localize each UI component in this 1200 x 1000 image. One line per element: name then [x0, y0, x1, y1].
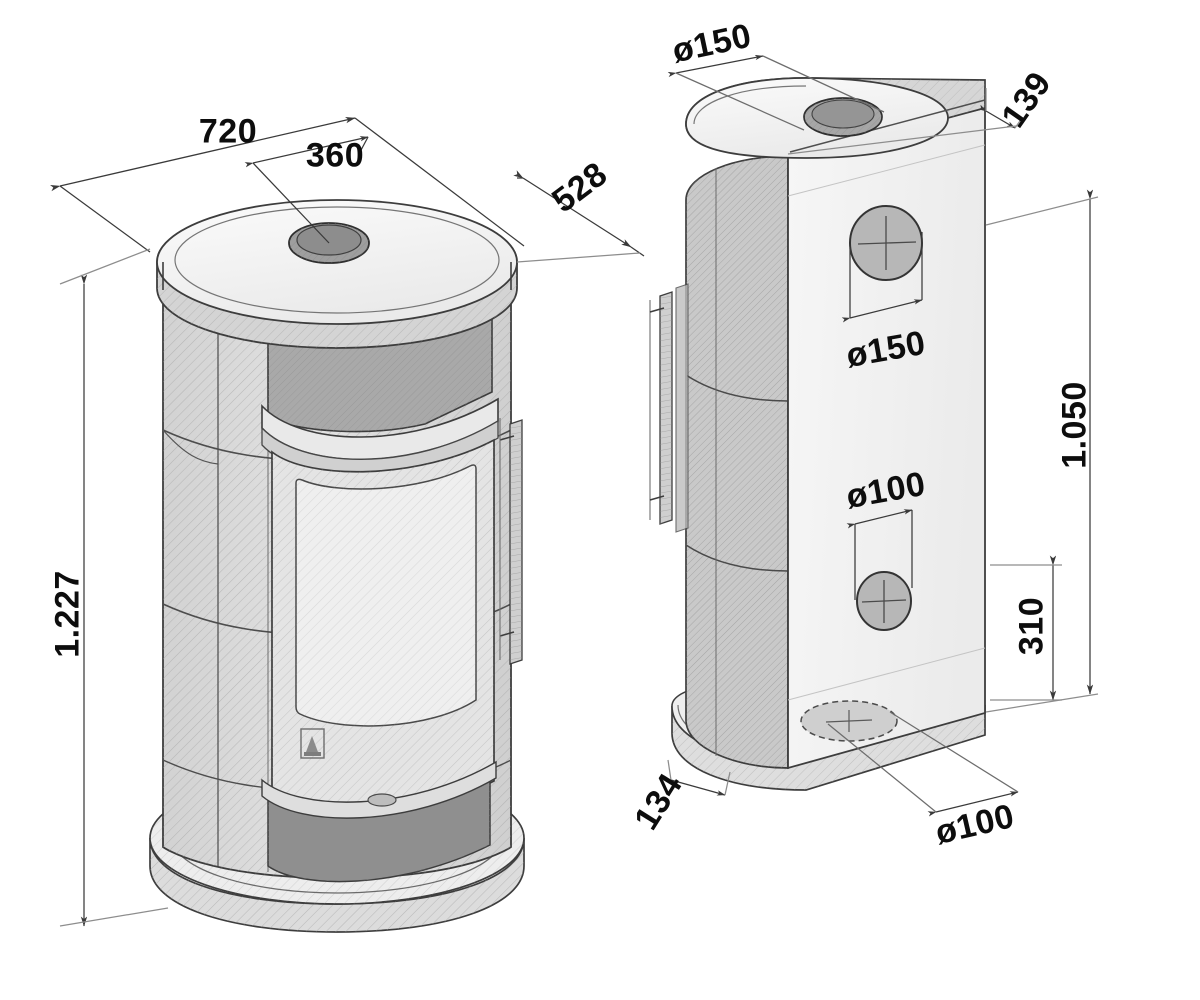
dimension-360: 360	[305, 136, 365, 175]
front-perspective-view	[50, 117, 645, 933]
rear-dimension-lines	[662, 54, 1099, 817]
dimension-1227-height: 1.227	[48, 570, 87, 658]
rear-curved-surface	[685, 155, 789, 769]
manufacturer-logo-emblem	[300, 728, 325, 759]
front-top-slab	[156, 199, 518, 349]
rear-upper-outlet	[849, 205, 923, 281]
front-door[interactable]	[271, 418, 523, 815]
rear-top-flue-hole	[803, 97, 883, 137]
rear-perspective-view	[649, 54, 1099, 817]
front-door-handle[interactable]	[499, 418, 523, 665]
dimension-310-height: 310	[1012, 596, 1051, 656]
front-lower-compartment	[261, 760, 497, 883]
dimension-1050-height: 1.050	[1055, 381, 1094, 469]
rear-door-handle[interactable]	[649, 283, 689, 533]
front-dimension-lines	[50, 117, 645, 927]
rear-bottom-outlet	[800, 700, 898, 742]
rear-lower-outlet	[856, 571, 912, 631]
rear-back-panel	[787, 106, 986, 770]
dimension-720: 720	[198, 112, 258, 151]
